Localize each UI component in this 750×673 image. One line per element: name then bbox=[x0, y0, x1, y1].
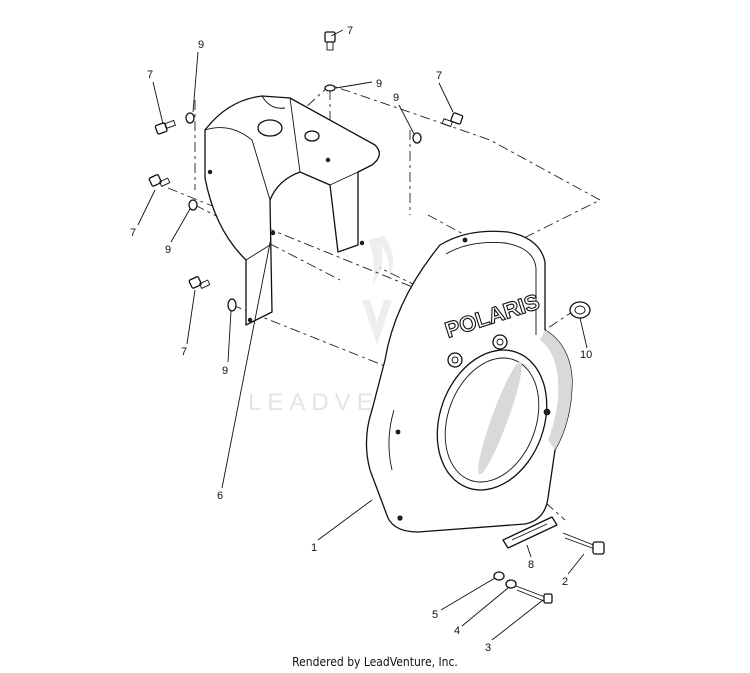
callout-9-left-mid: 9 bbox=[165, 244, 171, 256]
callout-7-left-upper: 7 bbox=[147, 69, 153, 81]
callout-4: 4 bbox=[454, 625, 460, 637]
callout-9-left-upper: 9 bbox=[198, 39, 204, 51]
fan-shroud: POLARIS bbox=[365, 230, 573, 533]
callout-7-left-mid: 7 bbox=[130, 227, 136, 239]
grommet bbox=[569, 301, 591, 319]
callout-10: 10 bbox=[580, 349, 592, 361]
bolt-left-lower bbox=[188, 276, 211, 290]
upper-cover bbox=[204, 95, 380, 326]
callout-7-top: 7 bbox=[347, 25, 353, 37]
callouts: 7 9 9 7 7 9 7 9 7 9 6 1 10 8 2 5 4 3 bbox=[130, 25, 592, 654]
washer-left-mid bbox=[188, 199, 198, 211]
washer-left-lower bbox=[227, 298, 237, 312]
callout-6: 6 bbox=[217, 490, 223, 502]
callout-9-top: 9 bbox=[376, 78, 382, 90]
callout-9-left-lower: 9 bbox=[222, 365, 228, 377]
callout-8: 8 bbox=[528, 559, 534, 571]
washer-right bbox=[412, 132, 422, 144]
bolt-right-upper bbox=[441, 112, 464, 128]
callout-7-right: 7 bbox=[436, 70, 442, 82]
lower-fasteners bbox=[493, 532, 605, 604]
callout-9-right: 9 bbox=[393, 92, 399, 104]
callout-3: 3 bbox=[485, 642, 491, 654]
callout-5: 5 bbox=[432, 609, 438, 621]
callout-7-left-lower: 7 bbox=[181, 346, 187, 358]
bolt-left-mid bbox=[148, 174, 171, 188]
bracket bbox=[502, 516, 558, 549]
fasteners bbox=[148, 31, 464, 312]
leader-lines bbox=[137, 29, 588, 641]
footer-credit: Rendered by LeadVenture, Inc. bbox=[292, 655, 458, 669]
callout-1: 1 bbox=[311, 542, 317, 554]
washer-left-upper bbox=[185, 112, 195, 124]
bolt-top bbox=[324, 31, 336, 51]
washer-top bbox=[324, 84, 336, 92]
callout-2: 2 bbox=[562, 576, 568, 588]
bolt-left-upper bbox=[154, 119, 176, 135]
